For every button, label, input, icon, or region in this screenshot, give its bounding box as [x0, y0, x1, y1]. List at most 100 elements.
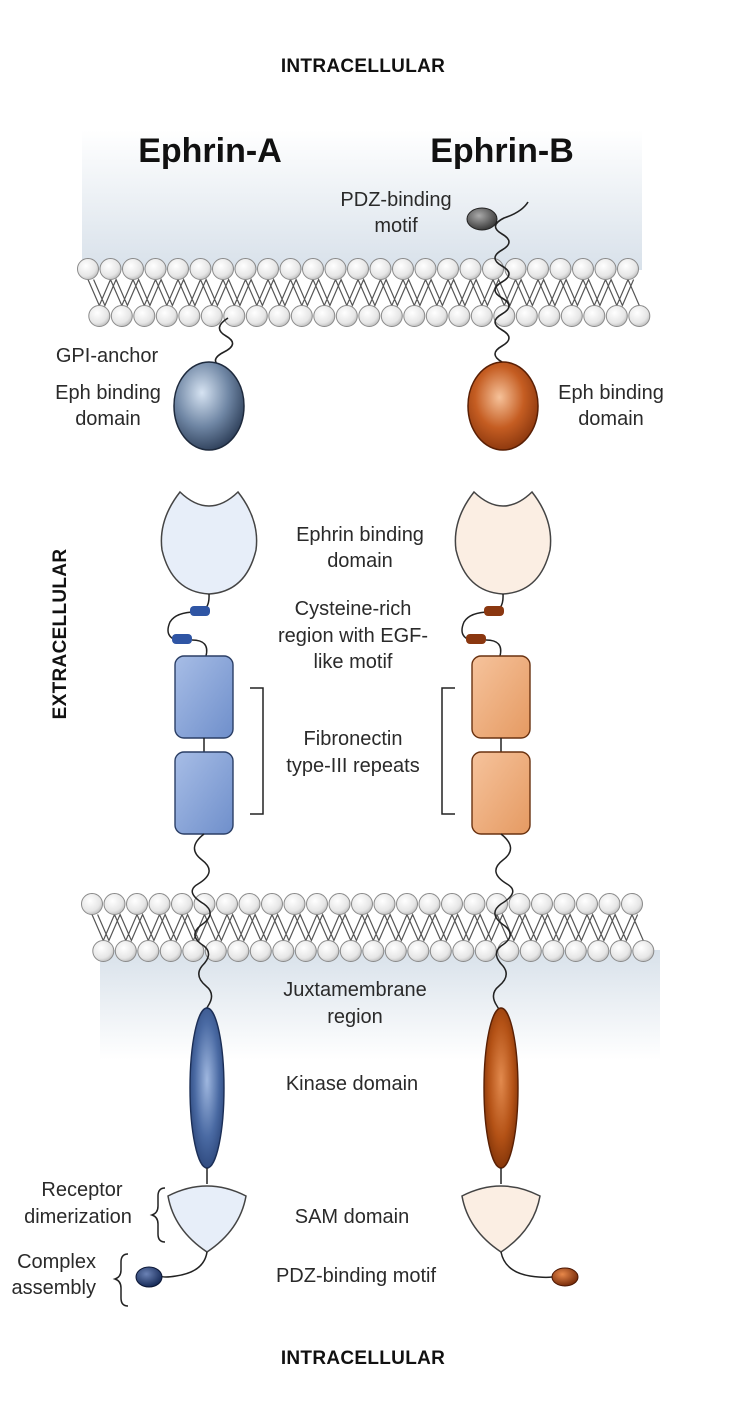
lipid-head	[155, 305, 178, 327]
lipid-head	[279, 258, 302, 280]
lipid-head	[497, 940, 520, 962]
lipid-head	[137, 940, 160, 962]
lipid-tails	[87, 277, 640, 308]
ephb-kinase-domain	[483, 1007, 519, 1169]
complex-assembly-label-2: assembly	[12, 1277, 96, 1299]
lipid-head	[576, 893, 598, 915]
lipid-head	[110, 305, 133, 327]
lipid-head	[504, 258, 527, 280]
lipid-head	[448, 305, 471, 327]
lipid-head	[223, 305, 246, 327]
lipid-head	[508, 893, 531, 915]
lipid-head	[272, 940, 295, 962]
epha-fibronectin-repeat-2	[174, 751, 234, 835]
lipid-head	[617, 258, 639, 280]
region-label-middle: EXTRACELLULAR	[50, 549, 71, 720]
lipid-head	[178, 305, 201, 327]
kinase-domain-label: Kinase domain	[286, 1073, 418, 1095]
ephrin-a-eph-binding-domain	[173, 361, 245, 451]
lipid-head	[515, 305, 538, 327]
lipid-head	[234, 258, 257, 280]
lipid-head	[384, 940, 407, 962]
top-intracellular-band	[82, 130, 642, 270]
lipid-head	[373, 893, 396, 915]
lipid-head	[519, 940, 542, 962]
ephb-ephrin-binding-domain	[454, 490, 552, 595]
lipid-head	[294, 940, 317, 962]
lipid-head	[621, 893, 643, 915]
lipid-head	[212, 258, 234, 280]
lipid-head	[103, 893, 126, 915]
lipid-head	[133, 305, 156, 327]
ephb-linker-upper	[461, 593, 504, 641]
lipid-head	[598, 893, 621, 915]
region-label-top: INTRACELLULAR	[281, 56, 445, 77]
receptor-dimerization-label-1: Receptor	[41, 1179, 122, 1201]
lipid-head	[594, 258, 617, 280]
lipid-head	[351, 893, 373, 915]
lipid-head	[609, 940, 632, 962]
ephrin-binding-domain-label-1: Ephrin binding	[296, 524, 424, 546]
lipid-head	[553, 893, 576, 915]
lipid-head	[159, 940, 182, 962]
ephb-pdz-binding-motif	[551, 1267, 579, 1287]
bottom-intracellular-band	[100, 950, 660, 1060]
lipid-head	[122, 258, 144, 280]
ephrin-a-eph-binding-label-1: Eph binding	[55, 382, 161, 404]
ephrin-b-transmembrane-tail	[494, 201, 529, 363]
lipid-head	[99, 258, 122, 280]
ephrin-a-eph-binding-label-2: domain	[75, 408, 141, 430]
epha-pdz-binding-motif	[135, 1266, 163, 1288]
receptor-dimerization-brace	[149, 1187, 166, 1243]
lipid-head	[605, 305, 628, 327]
lipid-head	[189, 258, 212, 280]
lipid-head	[324, 258, 347, 280]
lipid-head	[486, 893, 508, 915]
lipid-head	[396, 893, 418, 915]
fibronectin-label-1: Fibronectin	[304, 728, 403, 750]
ephb-pdz-linker	[500, 1251, 553, 1279]
lipid-head	[380, 305, 403, 327]
region-label-bottom: INTRACELLULAR	[281, 1348, 445, 1369]
lipid-head	[126, 893, 148, 915]
cysteine-rich-label-3: like motif	[314, 651, 393, 673]
lipid-head	[437, 258, 459, 280]
lipid-head	[204, 940, 227, 962]
receptor-dimerization-label-2: dimerization	[24, 1206, 132, 1228]
ephb-sam-domain	[461, 1185, 541, 1253]
lipid-head	[245, 305, 268, 327]
ephb-linker-lower	[485, 639, 502, 657]
sam-domain-label: SAM domain	[295, 1206, 410, 1228]
lipid-head	[493, 305, 516, 327]
lipid-head	[429, 940, 452, 962]
lipid-head	[182, 940, 205, 962]
lipid-head	[339, 940, 362, 962]
lipid-tails	[91, 912, 644, 943]
epha-sam-domain	[167, 1185, 247, 1253]
ephrin-b-eph-binding-label-1: Eph binding	[558, 382, 664, 404]
lower-lipid-bilayer	[81, 893, 655, 962]
lipid-head	[425, 305, 448, 327]
lipid-head	[470, 305, 493, 327]
pdz-motif-top-label-2: motif	[374, 215, 418, 237]
lipid-head	[358, 305, 381, 327]
lipid-head	[335, 305, 358, 327]
lipid-head	[414, 258, 437, 280]
lipid-head	[632, 940, 655, 962]
lipid-head	[290, 305, 313, 327]
lipid-head	[257, 258, 279, 280]
lipid-head	[459, 258, 482, 280]
lipid-head	[313, 305, 336, 327]
lipid-head	[392, 258, 414, 280]
gpi-anchor-label: GPI-anchor	[56, 345, 159, 367]
cysteine-rich-label-1: Cysteine-rich	[295, 598, 412, 620]
epha-cysteine-rich-segment-1	[190, 606, 210, 616]
lipid-head	[587, 940, 610, 962]
lipid-head	[92, 940, 115, 962]
ephrin-a-title: Ephrin-A	[138, 132, 282, 170]
lipid-head	[148, 893, 171, 915]
ephrin-b-eph-binding-label-2: domain	[578, 408, 644, 430]
lipid-head	[527, 258, 549, 280]
ephb-cysteine-rich-segment-1	[484, 606, 504, 616]
fibronectin-bracket-right	[441, 687, 455, 815]
